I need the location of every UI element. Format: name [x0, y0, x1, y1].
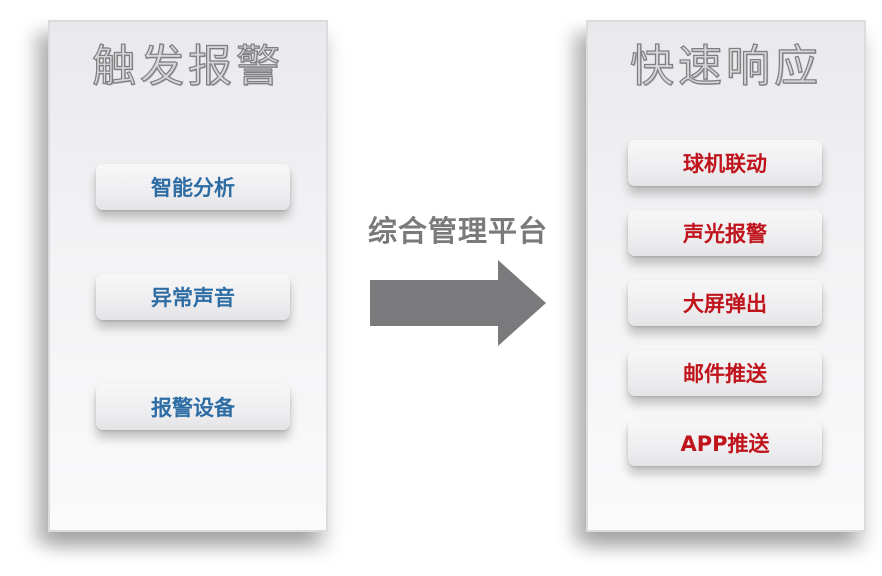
- abnormal-sound-button[interactable]: 异常声音: [96, 274, 290, 320]
- email-push-button[interactable]: 邮件推送: [628, 350, 822, 396]
- sound-light-alarm-button[interactable]: 声光报警: [628, 210, 822, 256]
- trigger-alarm-title: 触发报警: [91, 40, 284, 92]
- trigger-alarm-panel: 触发报警 智能分析 异常声音 报警设备: [48, 20, 328, 532]
- quick-response-title: 快速响应: [629, 40, 822, 92]
- integrated-platform-label: 综合管理平台: [368, 214, 549, 248]
- alarm-device-button[interactable]: 报警设备: [96, 384, 290, 430]
- app-push-button[interactable]: APP推送: [628, 420, 822, 466]
- quick-response-panel: 快速响应 球机联动 声光报警 大屏弹出 邮件推送 APP推送: [586, 20, 866, 532]
- right-arrow-icon: [370, 260, 550, 354]
- big-screen-popup-button[interactable]: 大屏弹出: [628, 280, 822, 326]
- intelligent-analysis-button[interactable]: 智能分析: [96, 164, 290, 210]
- ptz-linkage-button[interactable]: 球机联动: [628, 140, 822, 186]
